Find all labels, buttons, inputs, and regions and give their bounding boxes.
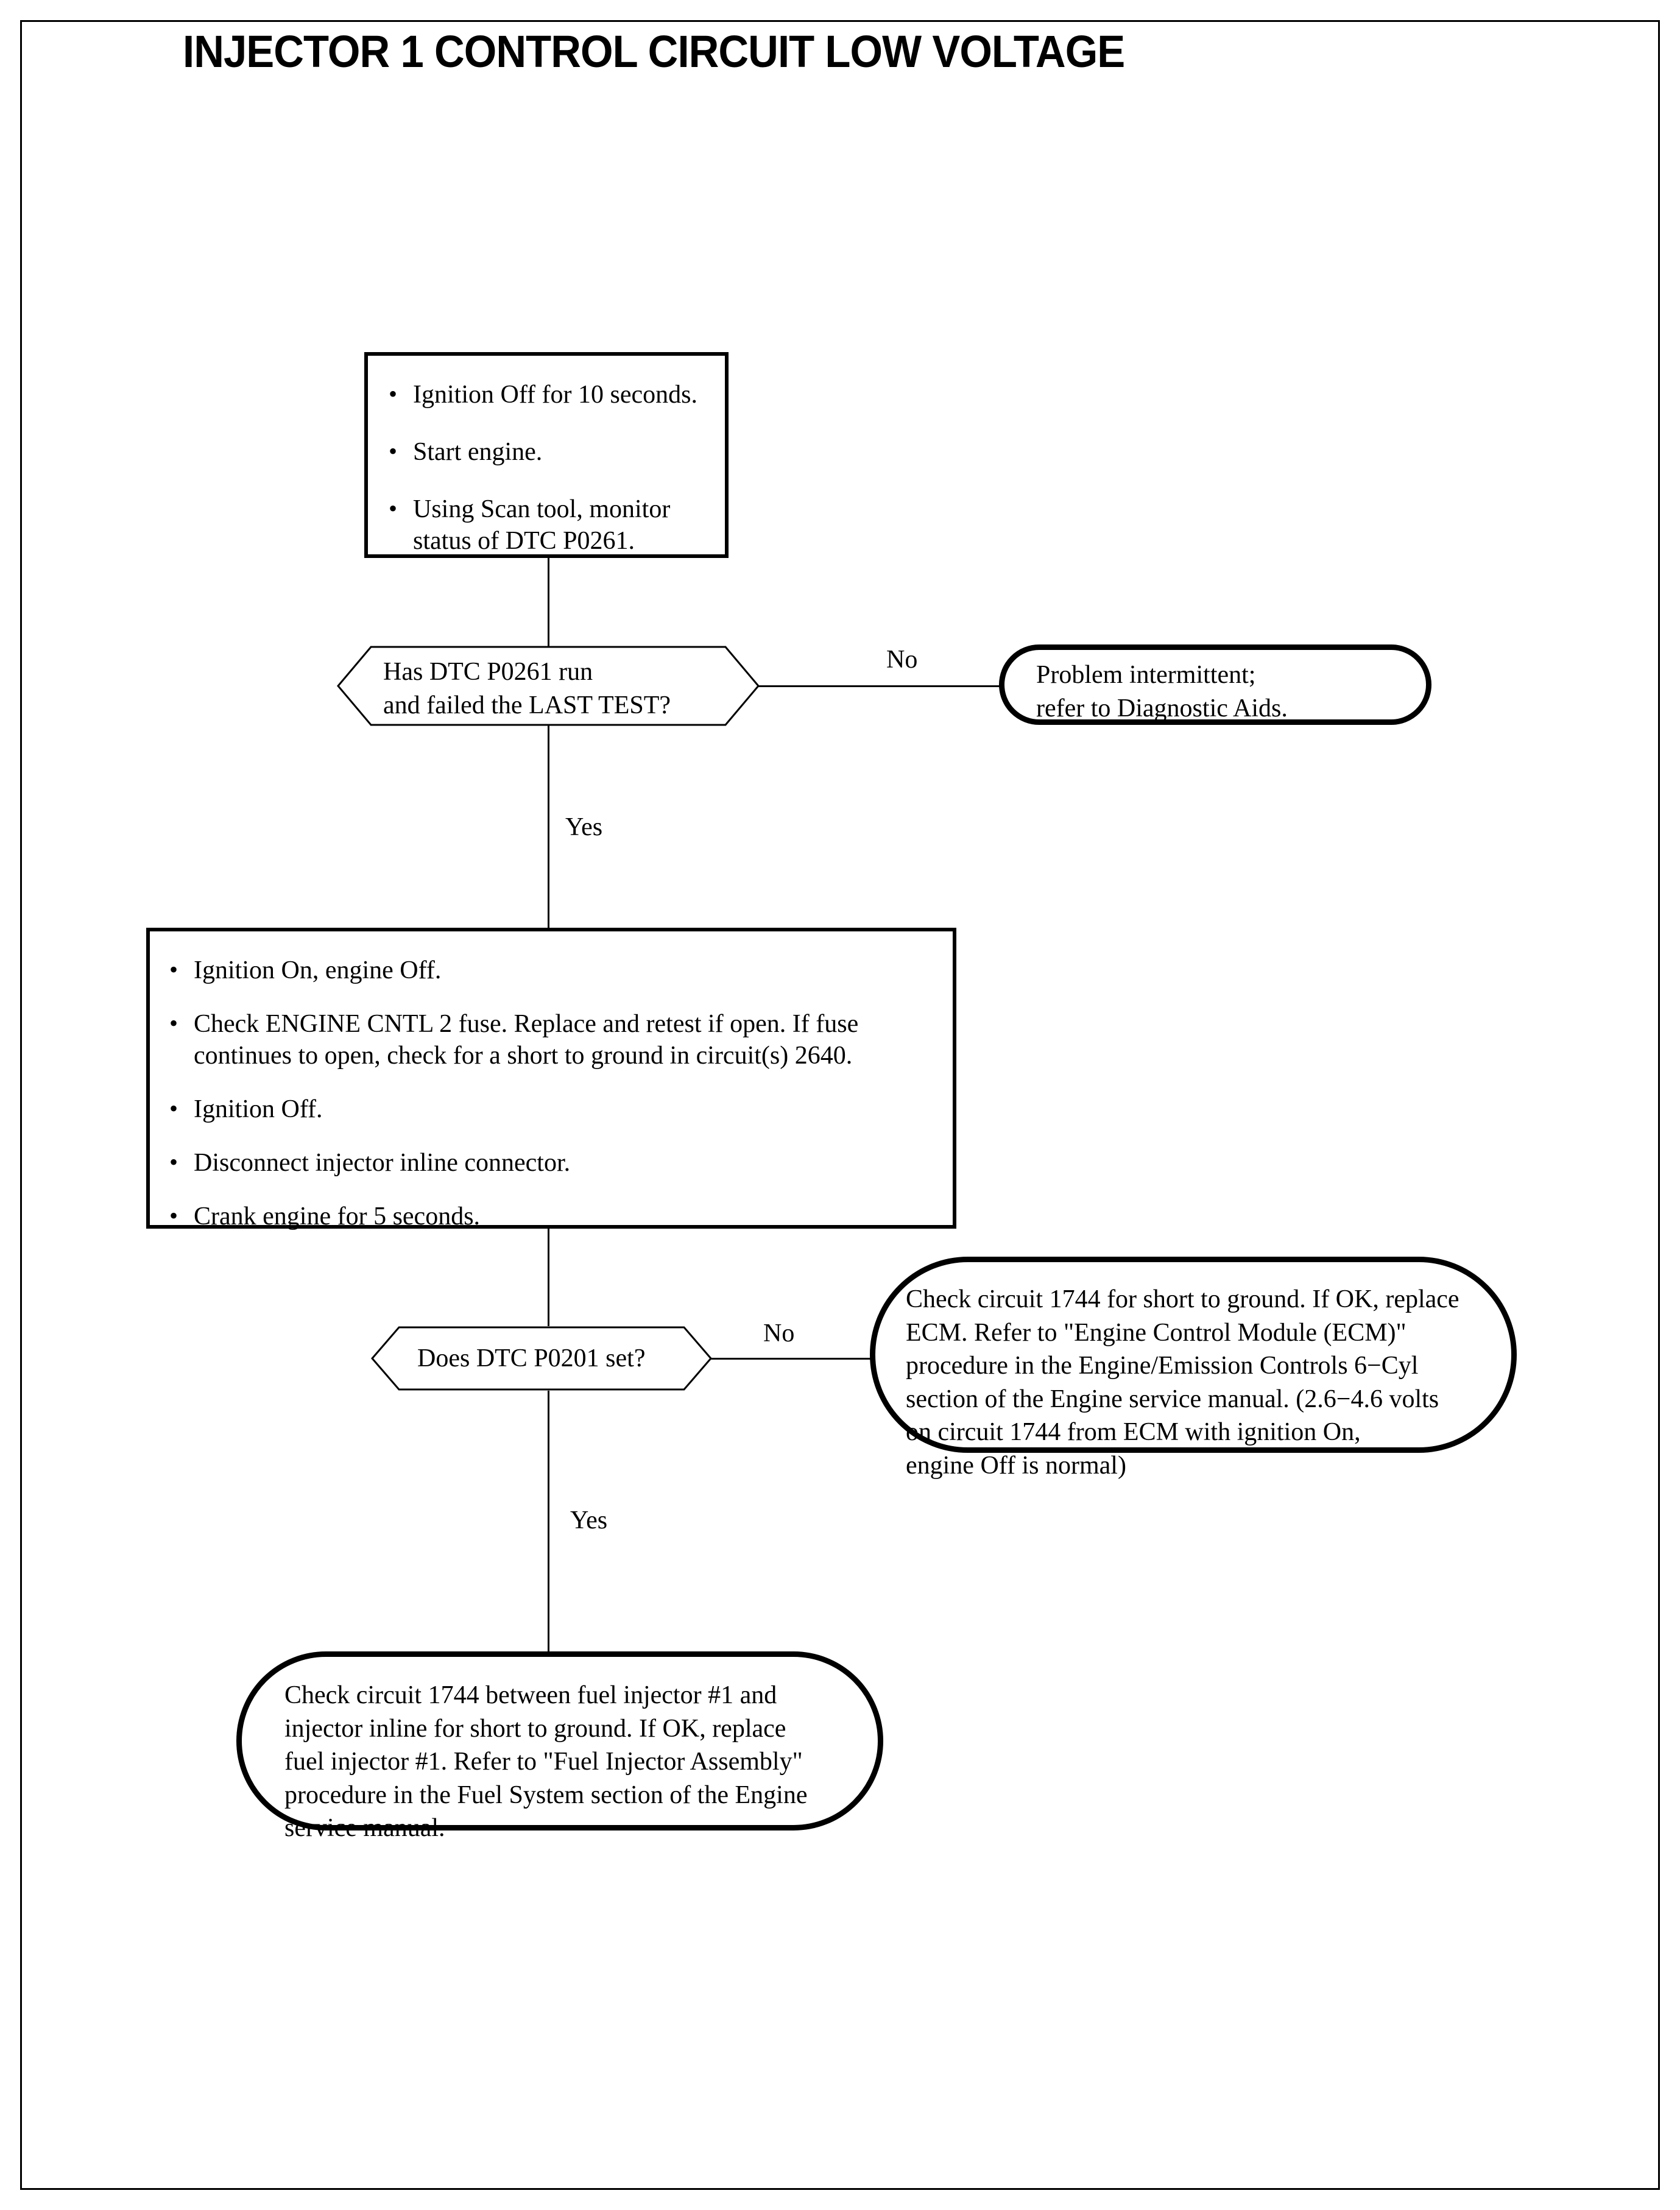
process-box-step1: • Ignition Off for 10 seconds. • Start e… <box>364 352 729 558</box>
bullet-icon: • <box>389 380 398 408</box>
list-item-text: Ignition Off. <box>194 1095 323 1124</box>
connector-decision1-no <box>758 685 1000 687</box>
decision-1-text: Has DTC P0261 run and failed the LAST TE… <box>383 658 671 719</box>
bullet-icon: • <box>389 495 398 523</box>
list-item-text: Check ENGINE CNTL 2 fuse. Replace and re… <box>194 1010 859 1070</box>
list-item: • Crank engine for 5 seconds. <box>169 1201 934 1232</box>
list-item: • Ignition Off for 10 seconds. <box>389 379 709 411</box>
list-item-text: Start engine. <box>413 438 543 467</box>
list-item-text: Ignition On, engine Off. <box>194 956 442 984</box>
bullet-icon: • <box>169 1148 178 1176</box>
connector-step2-to-decision2 <box>548 1229 549 1326</box>
bullet-icon: • <box>169 1202 178 1230</box>
decision-hexagon-2: Does DTC P0201 set? <box>371 1326 712 1391</box>
bullet-icon: • <box>169 956 178 983</box>
list-item: • Ignition On, engine Off. <box>169 955 934 986</box>
connector-step1-to-decision1 <box>548 558 549 647</box>
bullet-icon: • <box>389 437 398 465</box>
decision-hexagon-1: Has DTC P0261 run and failed the LAST TE… <box>337 646 760 726</box>
list-item-text: Using Scan tool, monitor status of DTC P… <box>413 495 671 556</box>
list-item: • Disconnect injector inline connector. <box>169 1147 934 1179</box>
terminator-check-circuit-1744-injector: Check circuit 1744 between fuel injector… <box>236 1651 883 1842</box>
edge-label-decision1-no: No <box>886 646 918 674</box>
process-box-step2: • Ignition On, engine Off. • Check ENGIN… <box>146 928 956 1232</box>
page-title: INJECTOR 1 CONTROL CIRCUIT LOW VOLTAGE <box>183 26 1125 77</box>
edge-label-decision2-no: No <box>763 1319 795 1347</box>
connector-decision2-no <box>711 1358 874 1360</box>
terminator-3-text: Check circuit 1744 between fuel injector… <box>284 1681 808 1843</box>
list-item: • Start engine. <box>389 436 709 468</box>
terminator-1-text: Problem intermittent; refer to Diagnosti… <box>1036 661 1288 722</box>
list-item-text: Crank engine for 5 seconds. <box>194 1202 481 1231</box>
list-item: • Check ENGINE CNTL 2 fuse. Replace and … <box>169 1008 934 1071</box>
page-border <box>20 20 1660 2190</box>
terminator-2-text: Check circuit 1744 for short to ground. … <box>906 1285 1459 1480</box>
connector-decision2-yes <box>548 1391 549 1651</box>
terminator-problem-intermittent: Problem intermittent; refer to Diagnosti… <box>999 644 1431 725</box>
list-item-text: Ignition Off for 10 seconds. <box>413 381 697 409</box>
bullet-icon: • <box>169 1095 178 1123</box>
terminator-check-circuit-1744-ecm: Check circuit 1744 for short to ground. … <box>870 1257 1517 1480</box>
list-item: • Ignition Off. <box>169 1093 934 1125</box>
bullet-icon: • <box>169 1009 178 1037</box>
list-item-text: Disconnect injector inline connector. <box>194 1149 571 1177</box>
connector-decision1-yes <box>548 725 549 928</box>
list-item: • Using Scan tool, monitor status of DTC… <box>389 493 709 557</box>
decision-2-text: Does DTC P0201 set? <box>417 1344 646 1372</box>
edge-label-decision2-yes: Yes <box>570 1506 608 1534</box>
edge-label-decision1-yes: Yes <box>565 813 603 841</box>
